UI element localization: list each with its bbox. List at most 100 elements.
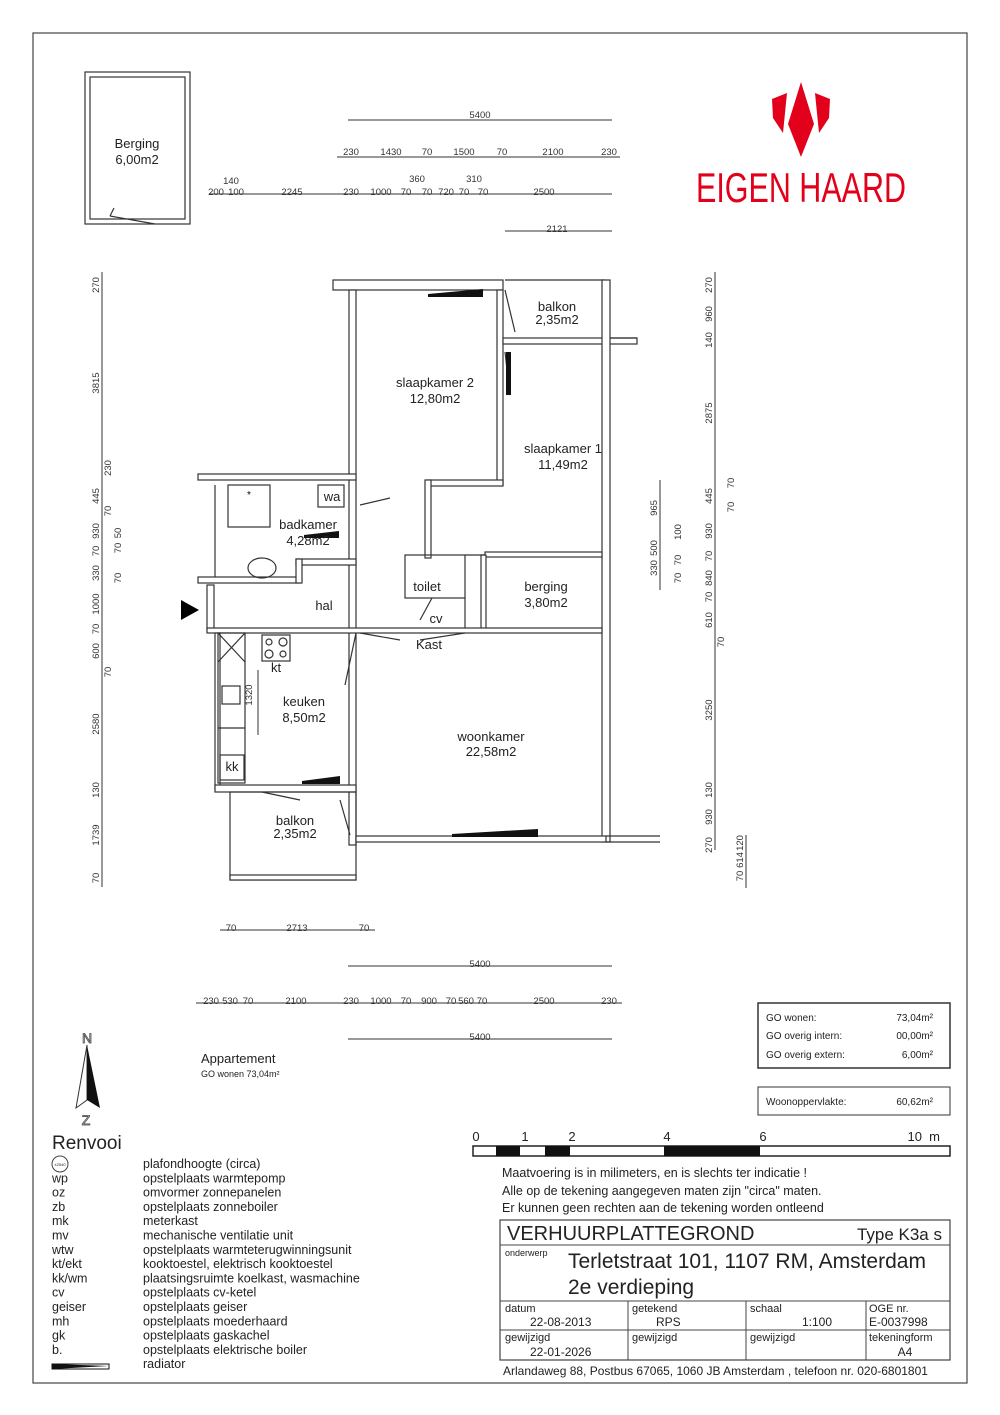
renvooi-description: mechanische ventilatie unit xyxy=(143,1229,294,1243)
dimension-label: 230 xyxy=(203,996,219,1007)
dimension-label: 230 xyxy=(343,996,359,1007)
dimension-label: 200 xyxy=(208,187,224,198)
room-label-toilet: toilet xyxy=(413,579,441,594)
dimension-label: 2121 xyxy=(546,224,567,235)
room-label-kt: kt xyxy=(271,660,282,675)
dimension-label: 140 xyxy=(223,176,239,187)
dimension-label: 560 xyxy=(458,996,474,1007)
cell-value-getekend: RPS xyxy=(656,1315,681,1329)
dimension-label: 70 xyxy=(359,923,370,934)
drain-icon: * xyxy=(247,490,251,501)
scale-tick: 0 xyxy=(472,1129,479,1144)
apartment-go-wonen: GO wonen 73,04m² xyxy=(201,1069,280,1079)
renvooi-description: plafondhoogte (circa) xyxy=(143,1157,260,1171)
room-name: keuken xyxy=(283,694,325,709)
document-type: Type K3a s xyxy=(857,1225,942,1244)
renvooi-code: mk xyxy=(52,1214,69,1228)
dimension-label: 120 xyxy=(735,835,746,851)
dimension-label: 5400 xyxy=(469,1032,490,1043)
area-label: GO overig extern: xyxy=(766,1050,845,1061)
dimension-label: 614 xyxy=(735,852,746,868)
room-name: woonkamer xyxy=(456,729,525,744)
area-value: 00,00m² xyxy=(896,1031,933,1042)
scale-tick: 4 xyxy=(663,1129,670,1144)
area-label: GO overig intern: xyxy=(766,1031,842,1042)
dimension-label: 1500 xyxy=(453,147,474,158)
area-value: 6,00m² xyxy=(902,1050,934,1061)
cell-label: tekeningform xyxy=(869,1332,933,1344)
dimension-label: 5400 xyxy=(469,110,490,121)
room-label-wa: wa xyxy=(323,489,341,504)
dimension-label: 2713 xyxy=(286,923,307,934)
dimension-label: 330 xyxy=(91,565,102,581)
dimension-label: 70 xyxy=(91,624,102,635)
dimension-label: 930 xyxy=(704,523,715,539)
dimension-label: 3250 xyxy=(704,699,715,720)
renvooi-description: opstelplaats geiser xyxy=(143,1300,247,1314)
renvooi-code: cv xyxy=(52,1286,65,1300)
dimension-label: 70 xyxy=(91,873,102,884)
compass-south-label: Z xyxy=(82,1112,91,1128)
woonoppervlakte-value: 60,62m² xyxy=(896,1097,933,1108)
dimension-label: 360 xyxy=(409,174,425,185)
entrance-arrow-icon xyxy=(181,600,199,620)
cell-label: datum xyxy=(505,1303,536,1315)
dimension-label: 2500 xyxy=(533,187,554,198)
renvooi-code: mv xyxy=(52,1229,69,1243)
dimension-label: 70 xyxy=(726,502,737,513)
dimension-label: 1000 xyxy=(370,187,391,198)
room-name: berging xyxy=(524,579,567,594)
dimension-label: 70 xyxy=(735,871,746,882)
woonoppervlakte-label: Woonoppervlakte: xyxy=(766,1097,846,1108)
radiator-icon xyxy=(304,531,339,538)
dimension-label: 70 xyxy=(226,923,237,934)
dimension-label: 960 xyxy=(704,306,715,322)
dimension-label: 930 xyxy=(91,523,102,539)
ceiling-height-symbol-icon: ±2540 xyxy=(51,1155,69,1173)
cell-label: gewijzigd xyxy=(632,1332,677,1344)
radiator-icon xyxy=(428,289,483,297)
dimension-label: 70 xyxy=(113,543,124,554)
cell-label: gewijzigd xyxy=(505,1332,550,1344)
page-frame xyxy=(32,32,968,1384)
renvooi-description: radiator xyxy=(143,1357,185,1371)
dimension-label: 965 xyxy=(649,500,660,516)
room-area: 2,35m2 xyxy=(273,826,316,841)
cell-value-schaal: 1:100 xyxy=(802,1315,832,1329)
subject-floor: 2e verdieping xyxy=(568,1276,694,1299)
dimension-label: 2500 xyxy=(533,996,554,1007)
cell-label: gewijzigd xyxy=(750,1332,795,1344)
room-area: 3,80m2 xyxy=(524,595,567,610)
dimension-label: 130 xyxy=(704,782,715,798)
dimension-label: 500 xyxy=(649,540,660,556)
room-area: 12,80m2 xyxy=(410,391,461,406)
renvooi-code: mh xyxy=(52,1314,69,1328)
dimension-label: 70 xyxy=(478,187,489,198)
dimension-label: 1000 xyxy=(91,593,102,614)
dimension-label: 70 xyxy=(477,996,488,1007)
dimension-label: 1320 xyxy=(244,684,255,705)
dimension-label: 130 xyxy=(91,782,102,798)
room-area: 8,50m2 xyxy=(282,710,325,725)
dimension-label: 70 xyxy=(103,506,114,517)
dimension-label: 330 xyxy=(649,560,660,576)
scale-tick: 10 m xyxy=(907,1129,940,1144)
dimension-label: 70 xyxy=(704,551,715,562)
room-name: balkon xyxy=(276,813,314,828)
dimension-label: 310 xyxy=(466,174,482,185)
dimension-label: 230 xyxy=(343,147,359,158)
area-label: GO wonen: xyxy=(766,1013,817,1024)
renvooi-code: oz xyxy=(52,1186,65,1200)
disclaimer-line: Er kunnen geen rechten aan de tekening w… xyxy=(502,1201,824,1215)
room-name: balkon xyxy=(538,299,576,314)
eigen-haard-logo: EIGEN HAARD xyxy=(696,82,906,211)
room-area: 2,35m2 xyxy=(535,312,578,327)
dimension-label: 2100 xyxy=(285,996,306,1007)
renvooi-code: kk/wm xyxy=(52,1271,87,1285)
dimension-label: 2100 xyxy=(542,147,563,158)
dimension-label: 270 xyxy=(704,837,715,853)
radiators xyxy=(302,289,538,837)
dimension-label: 70 xyxy=(497,147,508,158)
